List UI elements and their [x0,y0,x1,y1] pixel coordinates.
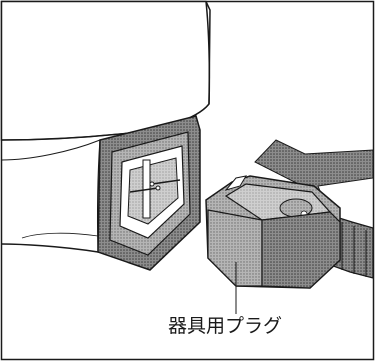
appliance-plug [205,175,374,289]
plug-callout-label: 器具用プラグ [168,315,283,337]
appliance-socket [97,115,201,271]
appliance-body [0,0,211,271]
